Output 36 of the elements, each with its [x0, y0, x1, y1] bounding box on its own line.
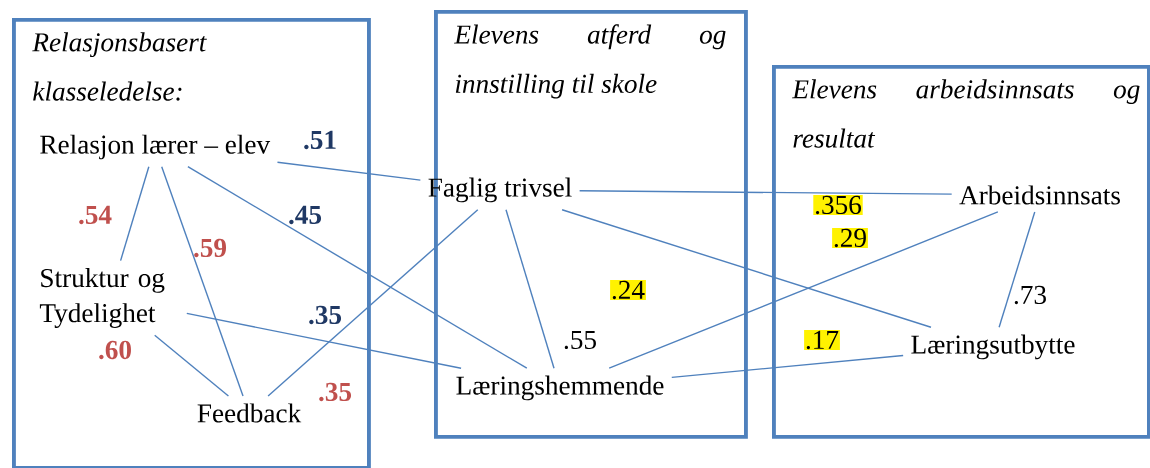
edge-label: .51 [304, 130, 336, 150]
node-label: Feedback [197, 403, 302, 423]
connector-line [998, 211, 1036, 328]
edge-label: .55 [564, 330, 596, 350]
edge-label: .60 [99, 340, 131, 360]
edge-label: .54 [79, 205, 112, 225]
connector-line [578, 190, 953, 195]
node-label: Relasjon lærer – elev [40, 134, 271, 160]
edge-label: .17 [804, 329, 840, 351]
edge-label: .35 [319, 382, 352, 402]
connector-line [187, 166, 528, 369]
node-label: Struktur og Tydelighet [39, 268, 165, 328]
box-heading: Elevens atferd og innstilling til skole [454, 24, 726, 99]
connector-line [119, 166, 150, 262]
edge-label: .35 [309, 305, 342, 325]
connector-line [505, 209, 555, 369]
group-box [772, 65, 1150, 439]
connector-line [161, 166, 244, 397]
edge-label: .45 [289, 205, 322, 225]
connector-line [154, 334, 230, 397]
edge-label: .73 [1014, 285, 1046, 305]
box-heading: Relasjonsbasert klasseledelse: [32, 32, 207, 101]
node-label: Læringshemmende [456, 375, 664, 401]
box-heading: Elevens arbeidsinnsats og resultat [792, 79, 1140, 148]
edge-label: .356 [813, 194, 863, 216]
edge-label: .24 [610, 279, 646, 301]
node-label: Læringsutbytte [911, 334, 1075, 360]
group-box [12, 18, 371, 468]
connector-line [561, 209, 932, 328]
connector-line [186, 312, 462, 369]
connector-line [671, 354, 904, 379]
connector-line [267, 209, 479, 397]
node-label: Arbeidsinnsats [959, 185, 1120, 205]
edge-label: .29 [832, 227, 868, 249]
edge-label: .59 [194, 238, 227, 258]
connector-line [608, 211, 999, 369]
